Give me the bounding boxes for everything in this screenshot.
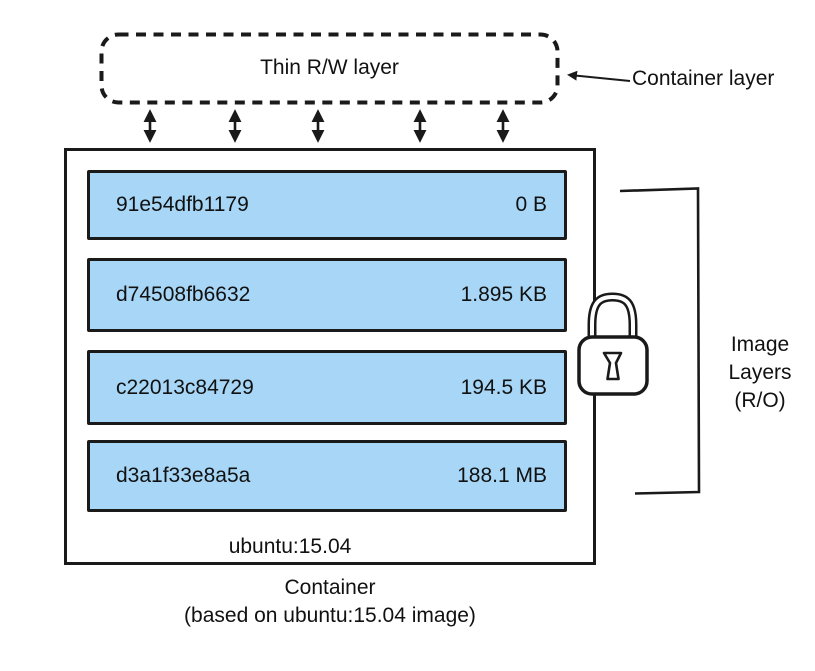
container-layer-pointer-arrow (567, 70, 631, 82)
image-layers-bracket (619, 187, 701, 495)
rw-io-arrows (143, 109, 510, 143)
layer-id: d3a1f33e8a5a (116, 464, 251, 487)
caption-line2: (based on ubuntu:15.04 image) (184, 604, 476, 627)
layer-size: 194.5 KB (460, 375, 547, 399)
thin-rw-layer-label: Thin R/W layer (260, 56, 399, 80)
image-layer-row: 91e54dfb1179 0 B (87, 170, 567, 240)
diagram-caption: Container (based on ubuntu:15.04 image) (64, 574, 596, 630)
lock-keyhole (602, 351, 623, 381)
lock-shackle-inner (590, 294, 635, 342)
image-layers-annotation: Image Layers (R/O) (728, 333, 792, 412)
image-layer-row: d74508fb6632 1.895 KB (87, 258, 567, 332)
layer-id: c22013c84729 (116, 375, 254, 399)
base-image-tag: ubuntu:15.04 (228, 535, 352, 558)
layer-size: 0 B (515, 193, 547, 216)
image-layer-row: c22013c84729 194.5 KB (87, 350, 567, 425)
caption-line1: Container (284, 576, 376, 599)
lock-icon (577, 292, 649, 396)
thin-rw-layer-box (99, 32, 560, 105)
layer-size: 188.1 MB (457, 464, 547, 487)
layer-id: d74508fb6632 (116, 283, 251, 306)
container-layer-annotation: Container layer (632, 67, 775, 90)
image-layer-row: d3a1f33e8a5a 188.1 MB (87, 440, 567, 512)
layer-size: 1.895 KB (460, 283, 547, 306)
layer-id: 91e54dfb1179 (116, 193, 249, 216)
